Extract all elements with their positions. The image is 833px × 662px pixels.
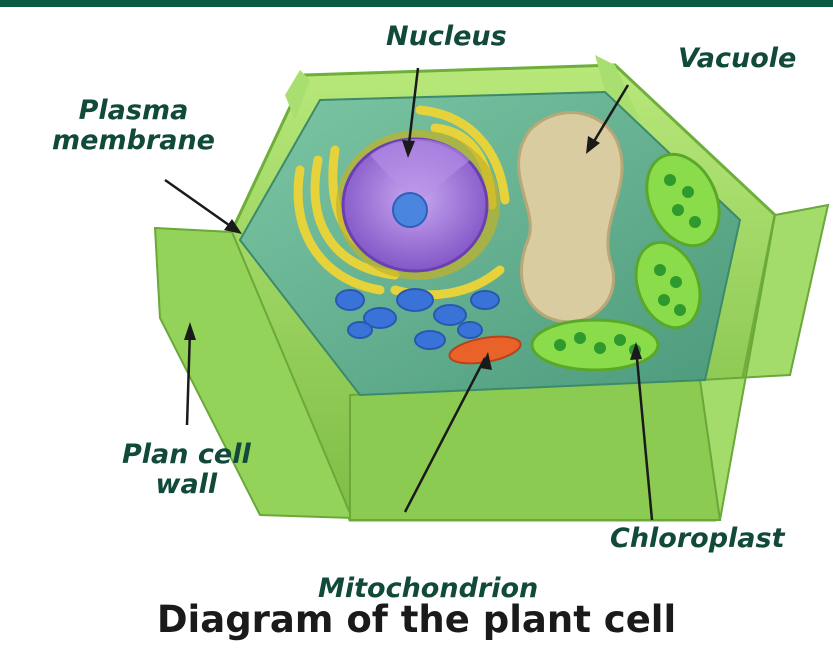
label-plasma-membrane: Plasma membrane	[52, 96, 215, 156]
label-vacuole: Vacuole	[678, 44, 796, 74]
label-nucleus: Nucleus	[386, 22, 507, 52]
nucleus	[336, 130, 500, 280]
vacuole	[519, 113, 622, 322]
plasma-membrane-pointer	[165, 180, 236, 230]
nucleolus	[393, 193, 427, 227]
label-cell-wall: Plan cell wall	[122, 440, 251, 500]
diagram-caption: Diagram of the plant cell	[0, 598, 833, 642]
label-chloroplast: Chloroplast	[610, 524, 785, 554]
